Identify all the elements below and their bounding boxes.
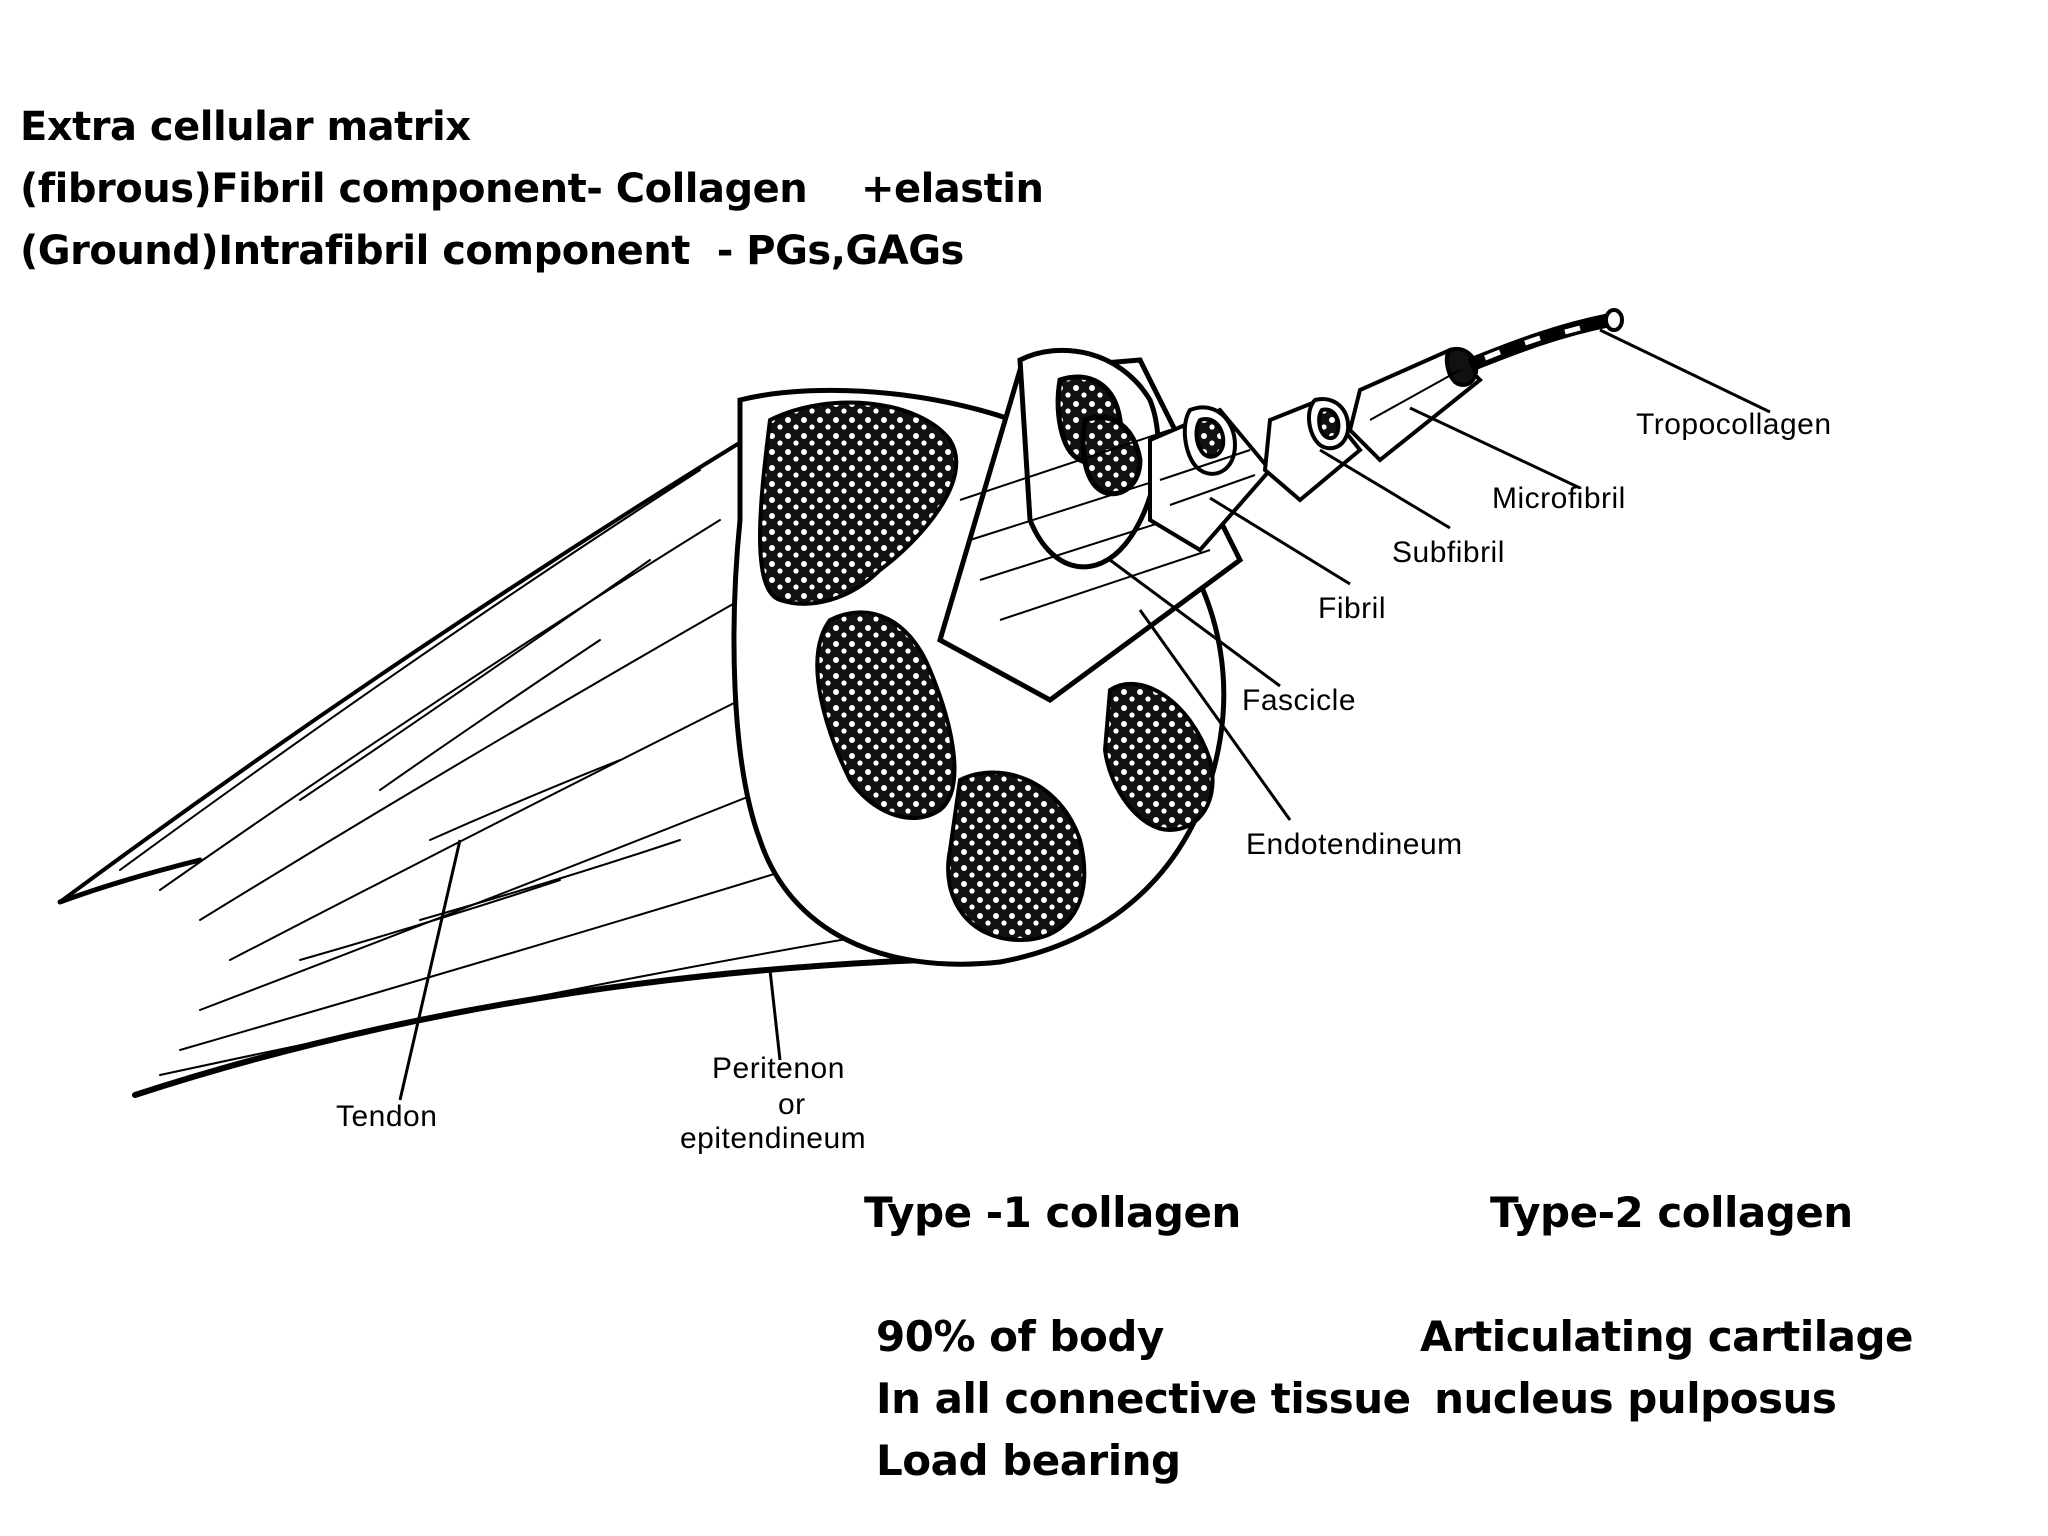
leader-fibril — [1209, 496, 1351, 586]
leader-tendon — [398, 839, 462, 1101]
label-peritenon-or: or — [778, 1088, 806, 1121]
leader-lines — [398, 328, 1771, 1101]
type1-title: Type -1 collagen — [864, 1188, 1241, 1237]
leader-peritenon — [768, 969, 782, 1061]
heading-line-1: Extra cellular matrix — [20, 104, 471, 150]
type1-item: 90% of body — [876, 1312, 1164, 1361]
leader-endotendineum — [1138, 609, 1292, 821]
label-subfibril: Subfibril — [1392, 536, 1505, 569]
microfibril-cylinder — [1347, 346, 1483, 463]
heading-line-2: (fibrous)Fibril component- Collagen +ela… — [20, 166, 1044, 212]
leader-fascicle — [1109, 558, 1281, 688]
label-fascicle: Fascicle — [1242, 684, 1357, 717]
label-endotendineum: Endotendineum — [1246, 828, 1463, 861]
label-tendon: Tendon — [336, 1100, 438, 1133]
fascicles — [758, 400, 1215, 943]
type2-title: Type-2 collagen — [1490, 1188, 1853, 1237]
leader-subfibril — [1319, 448, 1451, 530]
label-epitendineum: epitendineum — [680, 1122, 867, 1155]
label-fibril: Fibril — [1318, 592, 1386, 625]
type1-item: In all connective tissue — [876, 1374, 1411, 1423]
leader-tropocollagen — [1599, 328, 1771, 414]
tendon-body — [57, 416, 983, 1098]
label-peritenon: Peritenon — [712, 1052, 845, 1085]
label-tropocollagen: Tropocollagen — [1636, 408, 1832, 441]
subfibril-cylinder — [1262, 397, 1363, 503]
tropocollagen-strand — [1467, 308, 1624, 372]
type2-item: nucleus pulposus — [1420, 1374, 1837, 1423]
label-microfibril: Microfibril — [1492, 482, 1626, 515]
type1-item: Load bearing — [876, 1436, 1181, 1485]
heading-line-3: (Ground)Intrafibril component - PGs,GAGs — [20, 228, 964, 274]
fibril-cylinder — [1148, 405, 1273, 553]
leader-microfibril — [1409, 406, 1581, 490]
type2-item: Articulating cartilage — [1420, 1312, 1914, 1361]
